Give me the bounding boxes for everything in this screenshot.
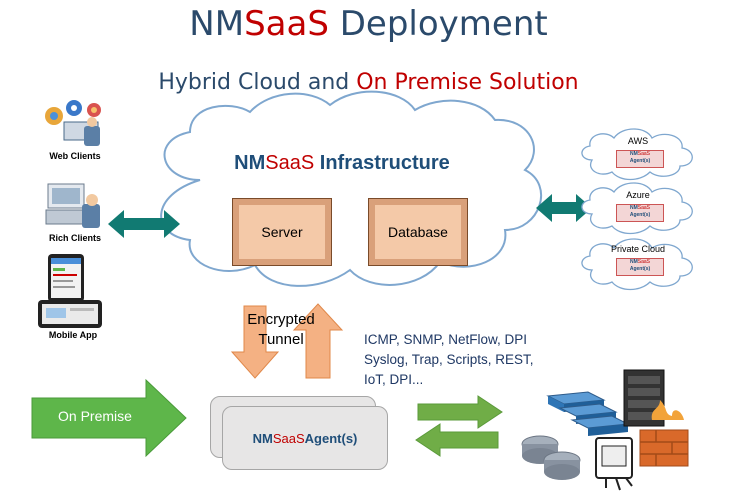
- tunnel-down-arrow: [230, 305, 280, 379]
- web-clients-icon: [45, 100, 101, 146]
- private-cloud-label: Private Cloud: [610, 244, 666, 254]
- firewall-icon: [639, 400, 689, 467]
- agent-to-devices-arrow: [417, 395, 503, 429]
- database-box: Database: [368, 198, 468, 266]
- rich-clients-icon: [45, 183, 100, 228]
- on-premise-arrow: [31, 378, 187, 458]
- routers-icon: [521, 435, 581, 480]
- infrastructure-cloud: [160, 90, 543, 287]
- rich-clients-label: Rich Clients: [48, 233, 101, 243]
- mobile-app-label: Mobile App: [48, 330, 98, 340]
- server-rack-icon: [623, 369, 665, 427]
- devices-to-agent-arrow: [415, 423, 499, 457]
- clouds-double-arrow: [536, 194, 592, 222]
- switches-icon: [546, 391, 630, 436]
- infrastructure-title: NMSaaS Infrastructure: [234, 152, 450, 174]
- protocols-text: ICMP, SNMP, NetFlow, DPI Syslog, Trap, S…: [364, 332, 534, 387]
- aws-label: AWS: [627, 136, 649, 146]
- web-clients-label: Web Clients: [49, 151, 101, 161]
- clients-double-arrow: [108, 210, 180, 238]
- on-premise-label: On Premise: [58, 408, 132, 424]
- mobile-app-icon: [38, 254, 102, 328]
- page-title: NMSaaS Deployment: [189, 4, 548, 44]
- azure-label: Azure: [626, 190, 650, 200]
- server-box: Server: [232, 198, 332, 266]
- iot-device-icon: [595, 437, 633, 491]
- page-subtitle: Hybrid Cloud and On Premise Solution: [158, 70, 579, 95]
- tunnel-up-arrow: [292, 303, 344, 379]
